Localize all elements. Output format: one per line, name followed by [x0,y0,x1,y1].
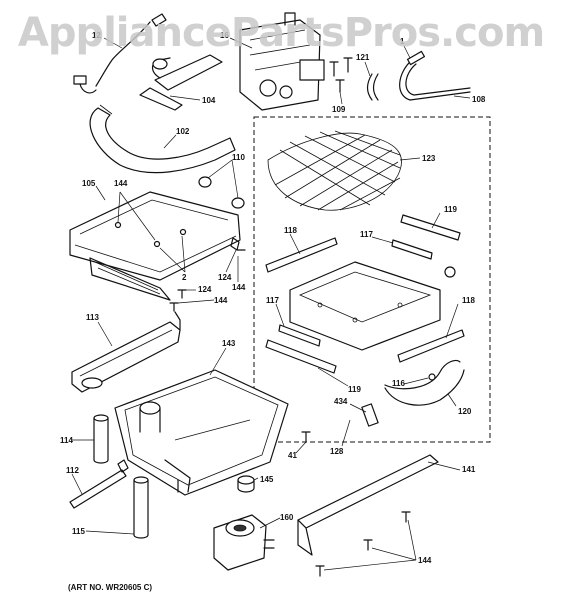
callout-16: 16 [220,31,229,40]
heater-part-108[interactable] [399,50,471,101]
callout-115: 115 [72,527,85,536]
rail-part-118-top[interactable] [265,237,338,273]
callout-2: 2 [182,273,187,282]
grommet-part-145[interactable] [237,475,255,493]
callout-108: 108 [472,95,486,104]
callout-143: 143 [222,339,236,348]
screws-bracket[interactable] [169,289,187,312]
callout-119-a: 119 [444,205,457,214]
callout-121: 121 [356,53,370,62]
callout-109: 109 [332,105,346,114]
callout-434: 434 [334,397,348,406]
cover-part-117-bottom[interactable] [278,324,321,347]
callout-1: 1 [400,37,405,46]
callout-118-b: 118 [462,296,475,305]
callout-123: 123 [422,154,436,163]
callout-160: 160 [280,513,294,522]
callout-119-b: 119 [348,385,361,394]
callout-12: 12 [92,31,101,40]
callout-124-a: 124 [218,273,232,282]
callout-141: 141 [462,465,476,474]
drawer-frame[interactable] [289,261,456,351]
callout-114: 114 [60,436,73,445]
cover-part-141[interactable] [297,454,439,556]
callout-110: 110 [232,153,245,162]
callout-113: 113 [86,313,99,322]
fill-cup-part-113[interactable] [71,311,181,393]
callout-145: 145 [260,475,274,484]
leader-lines [71,37,471,571]
callout-144-b: 144 [232,283,246,292]
cover-part-117-top[interactable] [391,239,433,260]
callout-144-c: 144 [214,296,228,305]
tube-part-115[interactable] [133,476,149,539]
screws-part-109[interactable] [329,57,353,93]
callout-112: 112 [66,466,79,475]
callout-41: 41 [288,451,297,460]
callout-104: 104 [202,96,216,105]
clip-part-121[interactable] [366,73,379,101]
screw-part-41[interactable] [301,431,311,443]
harness-part-120[interactable] [361,359,465,427]
rail-part-119-top[interactable] [400,214,461,241]
tube-part-112[interactable] [69,459,129,509]
fill-tube-part-102[interactable] [89,104,236,174]
callout-105: 105 [82,179,96,188]
bracket-part-105[interactable] [69,191,246,301]
solenoid-part-160[interactable] [213,514,275,571]
wire-grid-part-123[interactable] [267,130,402,211]
callout-118-a: 118 [284,226,297,235]
fill-tube-part[interactable] [139,54,223,111]
ice-maker-part[interactable] [239,12,325,111]
callout-128: 128 [330,447,344,456]
callout-102: 102 [176,127,190,136]
callout-144-a: 144 [114,179,128,188]
art-number: (ART NO. WR20605 C) [68,583,153,592]
tube-part-114[interactable] [93,414,109,464]
callout-117-b: 117 [266,296,279,305]
callout-117-a: 117 [360,230,373,239]
screws-part-144-bottom[interactable] [315,511,411,577]
callout-labels: 12 16 1 121 108 109 104 102 110 105 144 … [60,31,486,565]
callout-120: 120 [458,407,472,416]
callout-124-b: 124 [198,285,212,294]
callout-116: 116 [392,379,405,388]
callout-144-d: 144 [418,556,432,565]
wire-harness-part[interactable] [73,13,167,94]
rail-part-119-bottom[interactable] [265,339,337,374]
rail-part-118-bottom[interactable] [397,329,465,363]
ice-bucket-part-143[interactable] [114,369,289,496]
